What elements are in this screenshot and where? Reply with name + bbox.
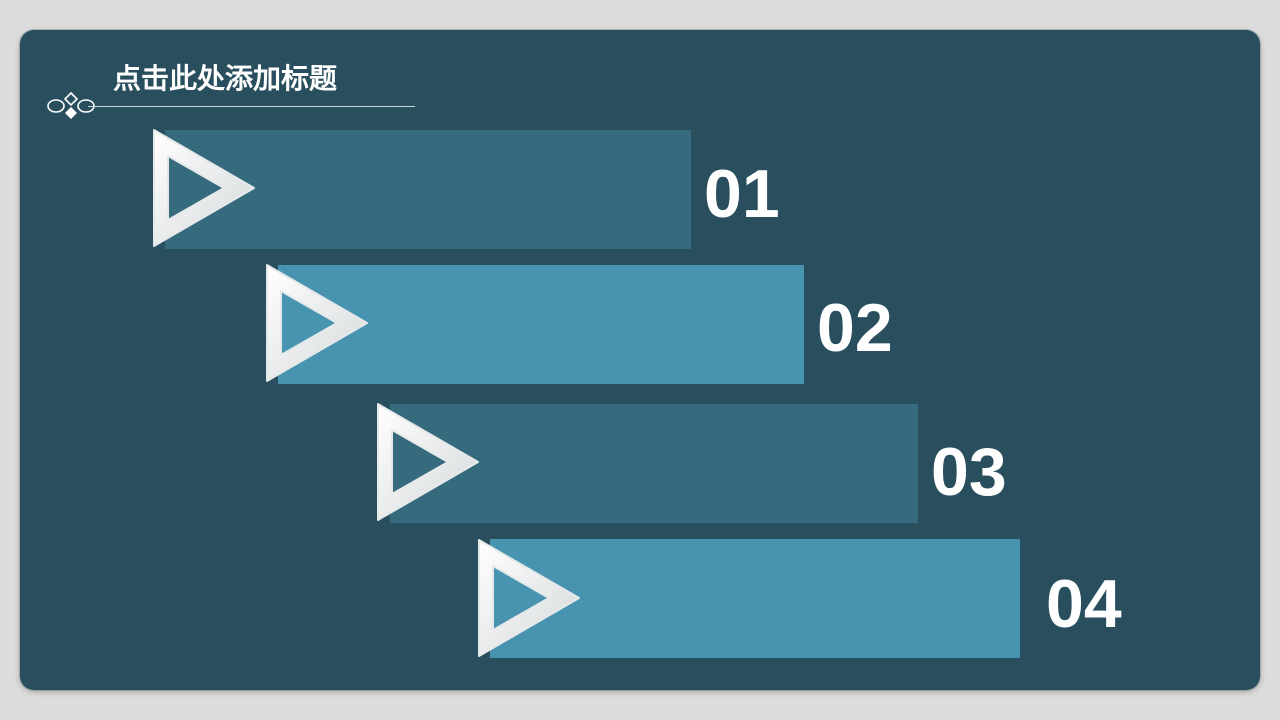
title-row: 点击此处添加标题 (113, 57, 337, 97)
decorative-ornament-icon (47, 91, 95, 119)
play-triangle-icon (478, 539, 580, 657)
step-bar-3 (390, 404, 918, 523)
step-number-1: 01 (704, 156, 780, 232)
play-triangle-icon (377, 403, 479, 521)
play-triangle-icon (153, 129, 255, 247)
title-underline (88, 106, 415, 107)
step-number-4: 04 (1046, 566, 1122, 642)
step-number-3: 03 (931, 434, 1007, 510)
slide-title[interactable]: 点击此处添加标题 (113, 62, 338, 95)
play-triangle-icon (266, 264, 368, 382)
step-number-2: 02 (817, 290, 893, 366)
